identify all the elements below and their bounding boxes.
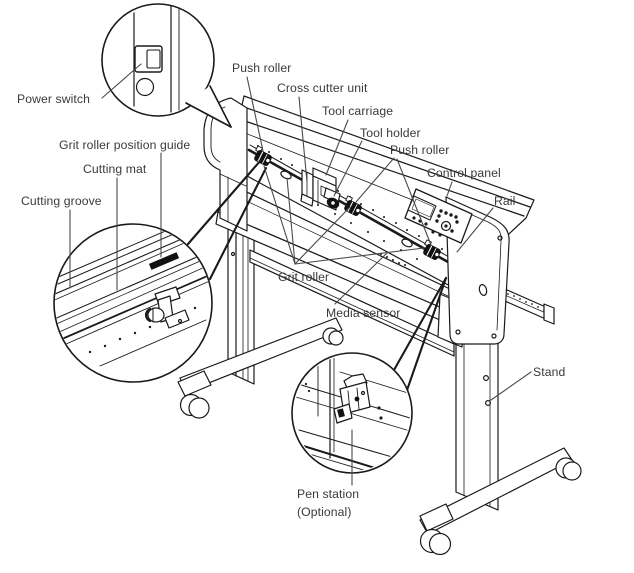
label-stand: Stand	[533, 365, 566, 379]
label-media-sensor: Media sensor	[326, 306, 401, 320]
leader-push-roller-right-b	[396, 158, 432, 246]
label-tool-holder: Tool holder	[360, 126, 421, 140]
pen-station-graphic	[333, 373, 371, 424]
magnifier-wedge-line	[392, 276, 448, 372]
push-roller-graphic	[344, 195, 362, 216]
control-panel-buttons	[412, 209, 459, 237]
leader-grit-roller-c	[294, 206, 351, 265]
control-panel-jog-dial	[440, 220, 452, 232]
pen-station-detail-circle	[291, 352, 413, 474]
control-panel-graphic	[404, 188, 473, 244]
leader-control-panel	[446, 181, 453, 197]
leader-push-roller-right-a	[355, 157, 395, 203]
label-grit-roller: Grit roller	[278, 270, 330, 284]
label-cross-cutter-unit: Cross cutter unit	[277, 81, 368, 95]
leader-stand	[490, 371, 532, 401]
label-control-panel: Control panel	[427, 166, 501, 180]
leader-grit-roller-a	[263, 165, 296, 265]
leader-rail	[456, 207, 494, 253]
leader-cross-cutter-unit	[298, 96, 308, 183]
tool-holder-graphic	[323, 187, 341, 209]
label-push-roller-left: Push roller	[232, 61, 292, 75]
power-switch-detail-circle	[101, 3, 232, 128]
leader-tool-holder	[333, 140, 363, 197]
pen-station-detail-contents	[295, 355, 410, 471]
label-push-roller-right: Push roller	[390, 143, 450, 157]
label-tool-carriage: Tool carriage	[322, 104, 394, 118]
grit-roller-position-guide-mark	[148, 252, 180, 270]
label-cutting-mat: Cutting mat	[83, 162, 147, 176]
magnifier-wedge-line	[186, 158, 263, 246]
magnifier-wedge-line	[404, 276, 448, 395]
label-pen-station-optional: (Optional)	[297, 505, 352, 519]
label-power-switch: Power switch	[17, 92, 90, 106]
label-rail: Rail	[494, 194, 516, 208]
cutting-area-detail-circle	[53, 223, 213, 383]
grit-roller-bump	[401, 238, 413, 248]
leader-media-sensor	[334, 251, 389, 305]
cutting-mat-line	[55, 249, 211, 321]
grit-roller-bump	[280, 170, 292, 180]
leader-tool-carriage	[325, 119, 349, 176]
label-pen-station: Pen station	[297, 487, 360, 501]
label-cutting-groove: Cutting groove	[21, 194, 102, 208]
leader-power-switch	[101, 63, 142, 99]
leader-lines	[69, 63, 532, 486]
cross-cutter-unit-graphic	[300, 169, 314, 207]
leader-grit-roller-d	[294, 247, 425, 265]
leader-push-roller-left	[246, 76, 264, 152]
leader-grit-roller-b	[286, 177, 296, 265]
power-switch-graphic	[133, 5, 180, 113]
media-stopper-graphic	[145, 286, 190, 329]
magnifier-wedge-line	[208, 166, 268, 281]
label-grit-roller-position-guide: Grit roller position guide	[59, 138, 191, 152]
